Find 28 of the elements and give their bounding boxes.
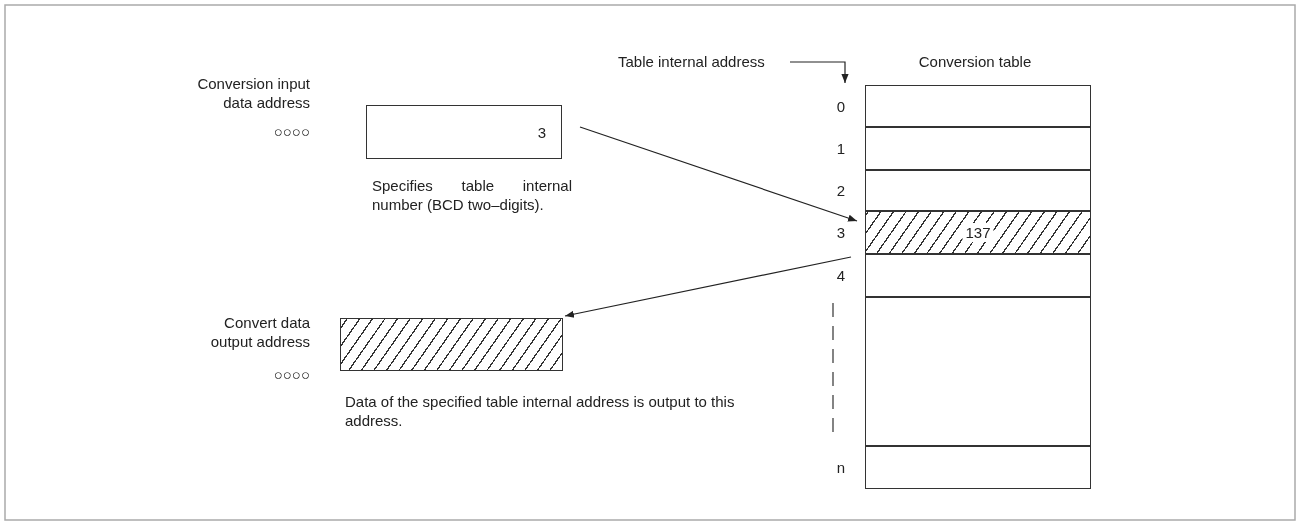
row-index: 3 [835,223,847,242]
output-address-box [340,318,563,371]
input-address-box [366,105,562,159]
table-row [865,445,1091,489]
row-index: 4 [835,266,847,285]
row-index: 1 [835,139,847,158]
table-row [865,84,1091,127]
address-label: Convert data output address [209,313,310,351]
table-row [865,169,1091,211]
description-text: Specifies table internal number (BCD two–digits). [372,176,572,214]
cell-value: 137 [962,222,994,242]
row-index: 2 [835,181,847,200]
description-text: Data of the specified table internal address is output to this address. [345,392,736,430]
address-label: Conversion input data address [196,74,310,112]
arrow [579,126,858,222]
table-row [865,126,1091,170]
placeholder-circles: ○○○○ [240,122,310,141]
hatched-table-row [865,210,1091,254]
row-index: n [835,458,847,477]
row-index: 0 [835,96,847,116]
input-value: 3 [536,122,547,142]
leader-arrow [789,61,849,84]
arrow [564,256,852,318]
annotation-text: Table internal address [618,52,788,71]
table-heading: Conversion table [917,52,1033,71]
table-row [865,253,1091,297]
table-row [865,296,1091,446]
placeholder-circles: ○○○○ [240,365,310,384]
